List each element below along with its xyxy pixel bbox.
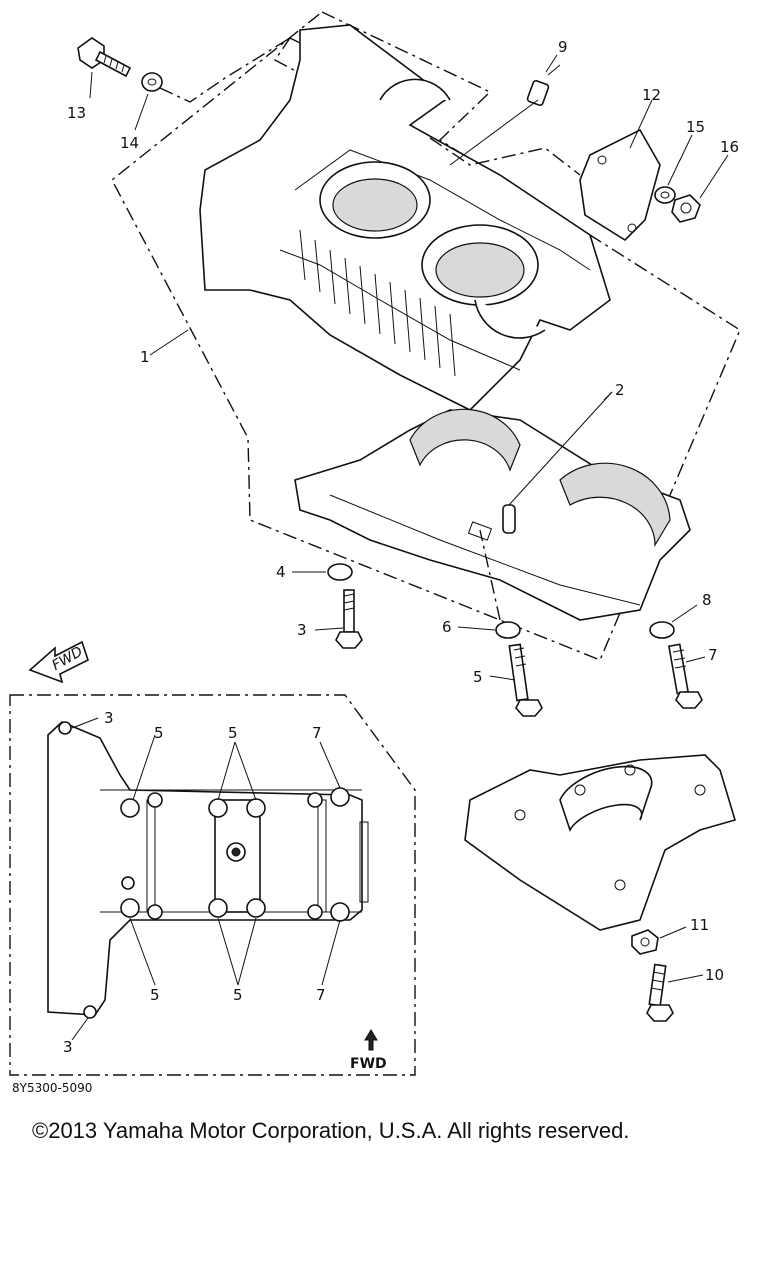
nut-11: [631, 929, 659, 955]
bolt-5: [508, 643, 543, 717]
callout-9: 9: [558, 38, 568, 56]
callout-16: 16: [720, 138, 739, 156]
upper-crankcase: [199, 24, 611, 411]
inset-leaders: [71, 717, 341, 1041]
callout-5: 5: [473, 668, 483, 686]
bolt-3: [335, 589, 363, 649]
callout-6: 6: [442, 618, 452, 636]
assembly-boundary: [111, 11, 741, 661]
mount-bracket: [464, 754, 736, 931]
copyright-notice: ©2013 Yamaha Motor Corporation, U.S.A. A…: [32, 1118, 629, 1143]
callout-2: 2: [615, 381, 625, 399]
callout-14: 14: [120, 134, 139, 152]
inset-callout-3-bottom: 3: [63, 1038, 73, 1056]
inset-callout-5-center-bottom: 5: [233, 986, 243, 1004]
inset-callout-3-top: 3: [104, 709, 114, 727]
callout-12: 12: [642, 86, 661, 104]
washer-6: [495, 621, 521, 639]
bolt-hole-group: [58, 721, 350, 1019]
callout-4: 4: [276, 563, 286, 581]
knock-pin: [502, 504, 516, 534]
callout-leaders: [89, 54, 729, 983]
callout-15: 15: [686, 118, 705, 136]
bolt-7: [667, 643, 703, 709]
washer-8: [649, 621, 675, 639]
inset-fwd-arrow-icon: [364, 1029, 378, 1051]
callout-10: 10: [705, 966, 724, 984]
inset-callout-7-top: 7: [312, 724, 322, 742]
inset-bottom-view: [47, 721, 369, 1019]
inset-callout-7-bottom: 7: [316, 986, 326, 1004]
washer-15: [654, 186, 676, 204]
lower-crankcase: [294, 408, 691, 621]
inset-callout-5-center-top: 5: [228, 724, 238, 742]
washer-4: [327, 563, 353, 581]
nut-16: [671, 194, 701, 223]
fitting-9: [449, 64, 561, 166]
callout-11: 11: [690, 916, 709, 934]
bolt-13: [77, 37, 132, 78]
callout-3: 3: [297, 621, 307, 639]
inset-fwd-label: FWD: [350, 1056, 387, 1072]
callout-7: 7: [708, 646, 718, 664]
inset-boundary: [9, 694, 416, 1076]
callout-1: 1: [140, 348, 150, 366]
callout-8: 8: [702, 591, 712, 609]
inset-callout-5-left-top: 5: [154, 724, 164, 742]
cover-plate-12: [429, 128, 661, 242]
bolt-10: [646, 963, 674, 1022]
washer-14: [141, 72, 163, 92]
fwd-arrow-icon: [28, 640, 89, 684]
inset-callout-5-left-bottom: 5: [150, 986, 160, 1004]
figure-code: 8Y5300-5090: [12, 1081, 92, 1095]
callout-13: 13: [67, 104, 86, 122]
